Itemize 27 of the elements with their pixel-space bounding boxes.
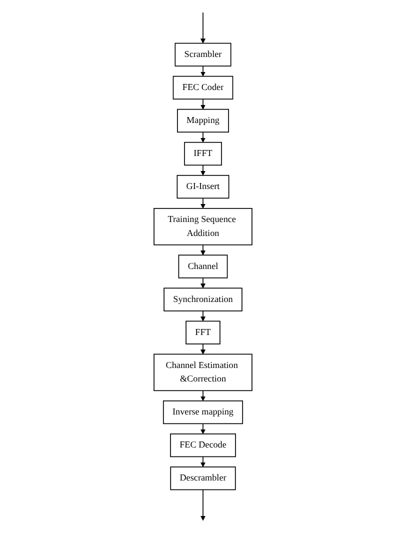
arrow: [200, 98, 206, 110]
node-box: FEC Coder: [172, 76, 234, 100]
arrow: [200, 344, 206, 354]
node-box: Scrambler: [174, 42, 232, 66]
node-box: FFT: [186, 320, 220, 344]
node-box: Inverse mapping: [162, 400, 244, 424]
arrow: [200, 456, 206, 468]
arrow: [200, 390, 206, 402]
node-box: Mapping: [177, 108, 229, 133]
arrow: [200, 164, 206, 176]
node-box: Channel Estimation &Correction: [154, 354, 252, 392]
node-box: GI-Insert: [176, 174, 230, 199]
node-box: Training Sequence Addition: [154, 208, 252, 246]
arrow: [200, 198, 206, 209]
arrow: [200, 132, 206, 143]
node-box: Channel: [178, 254, 228, 278]
node-box: FEC Decode: [170, 433, 236, 458]
node-box: Descrambler: [170, 466, 236, 490]
arrow: [200, 423, 206, 434]
arrow: [200, 489, 206, 521]
node-box: IFFT: [184, 142, 222, 166]
arrow: [200, 310, 206, 322]
arrow: [200, 66, 206, 77]
arrow: [200, 244, 206, 256]
node-box: Synchronization: [164, 288, 242, 312]
arrow: [200, 277, 206, 288]
arrow: [200, 12, 206, 44]
